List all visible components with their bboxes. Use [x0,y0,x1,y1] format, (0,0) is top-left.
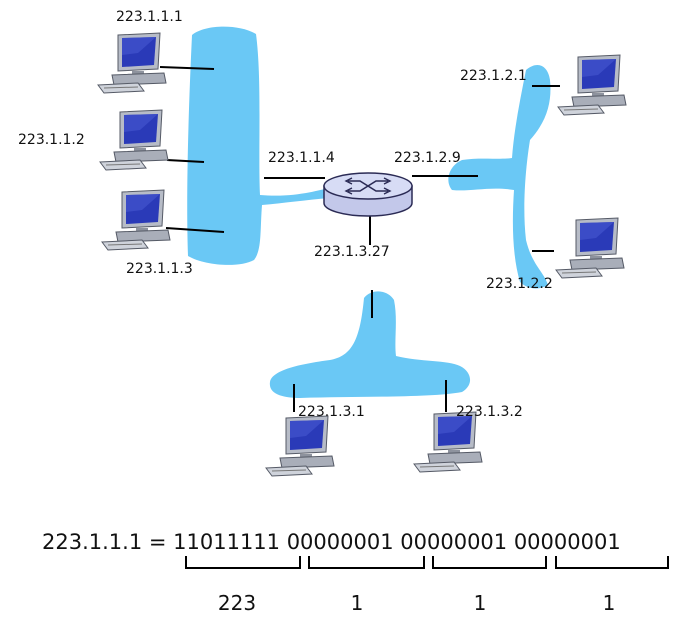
octet-value-4: 1 [603,591,616,615]
host-223-1-3-2-icon [413,411,483,473]
octet-value-2: 1 [351,591,364,615]
octet-bracket-1 [185,556,301,569]
label-host-223-1-1-1: 223.1.1.1 [116,9,183,25]
subnet-1-blob [187,26,330,265]
host-223-1-2-2-icon [555,217,625,279]
label-host-223-1-3-1: 223.1.3.1 [298,404,365,420]
router-icon [323,172,413,217]
label-host-223-1-2-1: 223.1.2.1 [460,68,527,84]
label-host-223-1-1-2: 223.1.1.2 [18,132,85,148]
label-host-223-1-2-2: 223.1.2.2 [486,276,553,292]
subnet-2-blob [448,65,551,289]
host-223-1-1-2-icon [99,109,169,171]
binary-equation: 223.1.1.1 = 11011111 00000001 00000001 0… [42,530,621,554]
wire-h112 [166,159,205,163]
subnet-3-blob [269,291,471,398]
wire-h111 [159,66,215,70]
octet-value-1: 223 [218,591,256,615]
label-router-if2: 223.1.2.9 [394,150,461,166]
wire-h113 [165,227,225,233]
host-223-1-3-1-icon [265,415,335,477]
host-223-1-1-3-icon [101,189,171,251]
label-router-if3: 223.1.3.27 [314,244,390,260]
octet-value-3: 1 [474,591,487,615]
label-host-223-1-1-3: 223.1.1.3 [126,261,193,277]
host-223-1-2-1-icon [557,54,627,116]
label-router-if1: 223.1.1.4 [268,150,335,166]
label-host-223-1-3-2: 223.1.3.2 [456,404,523,420]
host-223-1-1-1-icon [97,32,167,94]
octet-bracket-2 [308,556,425,569]
octet-bracket-4 [555,556,669,569]
octet-bracket-3 [432,556,547,569]
